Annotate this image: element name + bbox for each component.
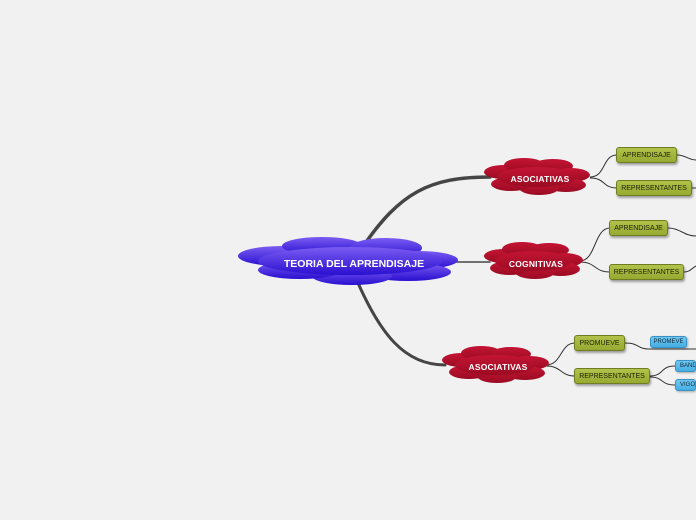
root-node-cloud[interactable] [238, 237, 458, 285]
branch-cloud-asociativas-top[interactable] [484, 158, 590, 195]
leaf-representantes-cognitivas[interactable]: REPRESENTANTES [609, 264, 684, 280]
connector-rep-bandura [649, 365, 676, 377]
connector-root-asociativas-bottom [353, 274, 447, 367]
connector-promueve-promeve [624, 342, 696, 350]
connector-b3-promueve [545, 342, 576, 366]
connector-b2-representantes [579, 261, 611, 273]
connector-b2-aprendisaje [579, 227, 611, 262]
branch-cloud-cognitivas[interactable] [484, 242, 583, 279]
connector-b1-aprendisaje [589, 154, 618, 178]
connector-b3-representantes [545, 365, 576, 377]
leaf-connectors [545, 154, 696, 386]
leaf-representantes-asociativas-bottom[interactable]: REPRESENTANTES [574, 368, 650, 384]
connector-b1-aprendisaje-out [676, 154, 696, 161]
connector-b1-representantes [589, 177, 618, 189]
leaf-aprendisaje-cognitivas[interactable]: APRENDISAJE [609, 220, 668, 236]
leaf-bandura[interactable]: BANDURA [675, 360, 696, 372]
leaf-representantes-asociativas[interactable]: REPRESENTANTES [616, 180, 692, 196]
leaf-vigotsky[interactable]: VIGOTSKY [675, 379, 696, 391]
connector-rep-vigotsky [649, 376, 676, 386]
leaf-aprendisaje-asociativas[interactable]: APRENDISAJE [616, 147, 677, 163]
leaf-promeve[interactable]: PROMEVE [650, 336, 687, 348]
connector-b2-representantes-out [683, 265, 696, 273]
connector-b2-aprendisaje-out [667, 227, 696, 237]
branch-cloud-asociativas-bottom[interactable] [442, 346, 549, 383]
leaf-promueve[interactable]: PROMUEVE [574, 335, 625, 351]
connector-root-asociativas-top [360, 175, 492, 250]
